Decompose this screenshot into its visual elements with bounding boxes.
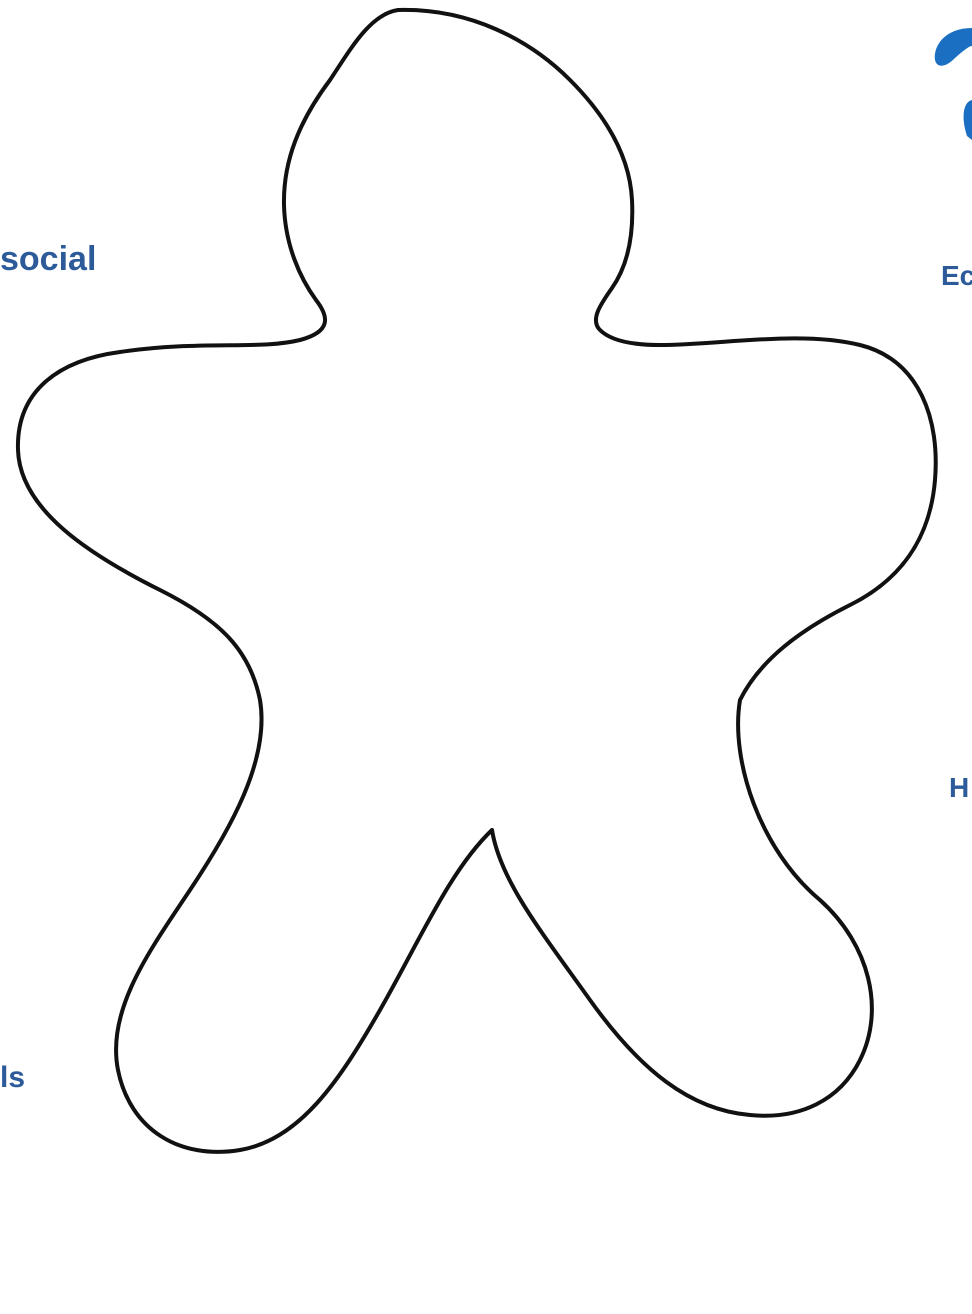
label-ls: ls: [0, 1058, 25, 1098]
figure-outline: [18, 10, 936, 1152]
label-h: H: [949, 768, 969, 808]
label-ec: Ec: [941, 256, 972, 296]
label-social: social: [0, 239, 96, 279]
blue-arc-logo-icon: [925, 18, 972, 168]
